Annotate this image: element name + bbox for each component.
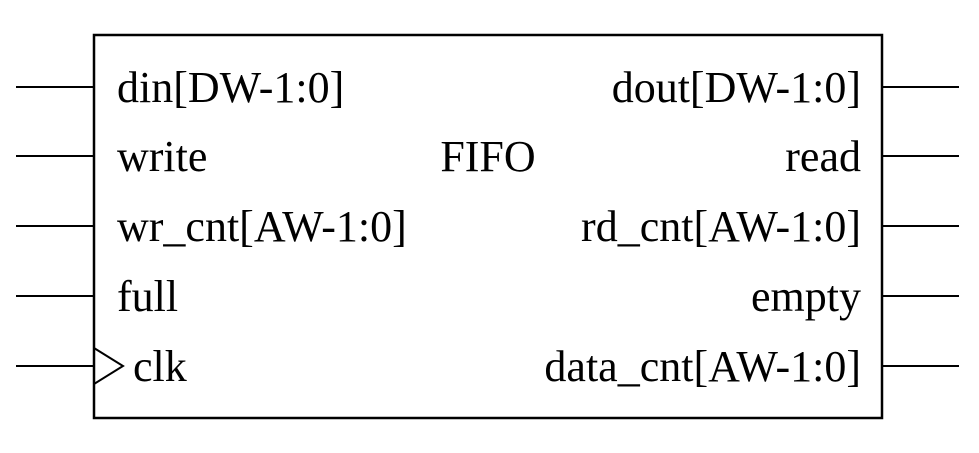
fifo-block [92,33,884,420]
left-port-full: full [16,272,178,321]
left-port-label: wr_cnt[AW-1:0] [117,202,407,251]
right-port-read: read [785,132,959,181]
left-port-din: din[DW-1:0] [16,63,344,112]
clock-triangle-icon [93,347,125,385]
left-port-label: full [117,272,178,321]
left-port-label: write [117,132,207,181]
left-port-label: din[DW-1:0] [117,63,344,112]
left-port-wr-cnt: wr_cnt[AW-1:0] [16,202,407,251]
right-port-data-cnt: data_cnt[AW-1:0] [544,342,959,391]
right-port-empty: empty [751,272,959,321]
right-port-dout: dout[DW-1:0] [612,63,959,112]
right-port-label: rd_cnt[AW-1:0] [581,202,861,251]
right-port-label: empty [751,272,861,321]
right-port-label: read [785,132,861,181]
block-title: FIFO [440,132,535,181]
right-port-label: data_cnt[AW-1:0] [544,342,861,391]
left-port-clk: clk [16,342,187,391]
left-port-write: write [16,132,207,181]
right-port-label: dout[DW-1:0] [612,63,861,112]
right-port-rd-cnt: rd_cnt[AW-1:0] [581,202,959,251]
left-port-label: clk [133,342,187,391]
